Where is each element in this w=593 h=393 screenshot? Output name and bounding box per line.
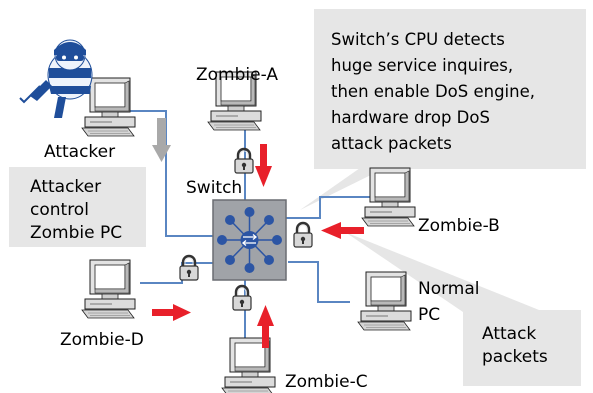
zombie-a-label: Zombie-A — [196, 65, 278, 85]
switch-label: Switch — [186, 178, 242, 198]
attack-arrows — [152, 144, 364, 348]
link-attacker — [125, 110, 214, 237]
switch — [212, 199, 287, 281]
normal-pc-label-line2: PC — [418, 305, 440, 325]
control-callout-line: control — [30, 200, 89, 220]
control-callout-line: Attacker — [30, 177, 101, 197]
link-zombie-d — [140, 262, 214, 284]
zombie-b-pc-icon — [361, 167, 416, 227]
attack-arrow-zombie-a-icon — [255, 144, 272, 187]
attacker-label: Attacker — [44, 142, 115, 162]
burglar-icon — [19, 39, 93, 118]
cpu-callout-text: Switch’s CPU detects huge service inquir… — [331, 30, 540, 153]
control-callout-line: Zombie PC — [30, 223, 122, 243]
attack-packets-callout-text: Attack packets — [482, 324, 548, 367]
normal-pc-icon — [357, 271, 412, 331]
cpu-callout-line: then enable DoS engine, — [331, 82, 535, 101]
attack-arrow-zombie-b-icon — [321, 222, 364, 239]
zombie-d-label: Zombie-D — [60, 330, 144, 350]
link-zombie-b — [286, 196, 370, 219]
lock-zombie-c-icon — [231, 284, 253, 312]
control-callout: Attacker control Zombie PC — [9, 167, 146, 247]
cpu-callout-line: huge service inquires, — [331, 56, 513, 75]
control-callout-text: Attacker control Zombie PC — [30, 177, 122, 243]
switch-label-clip: Switch — [186, 178, 242, 198]
cpu-callout-line: Switch’s CPU detects — [331, 30, 505, 49]
control-arrow-icon — [152, 118, 171, 162]
cpu-callout-line: attack packets — [331, 134, 452, 153]
zombie-c-label: Zombie-C — [285, 372, 368, 392]
attack-packets-callout-line: Attack — [482, 324, 536, 344]
attack-arrow-zombie-d-icon — [152, 304, 191, 321]
normal-pc-label-line1: Normal — [418, 279, 480, 299]
attack-arrow-zombie-c-icon — [257, 305, 274, 348]
cpu-callout-line: hardware drop DoS — [331, 108, 490, 127]
lock-zombie-b-icon — [292, 221, 314, 249]
link-normal-pc — [288, 261, 350, 303]
lock-zombie-d-icon — [178, 254, 200, 282]
cpu-callout: Switch’s CPU detects huge service inquir… — [300, 9, 586, 210]
attack-packets-callout: Attack packets — [345, 232, 581, 386]
zombie-d-pc-icon — [81, 259, 136, 319]
zombie-b-label: Zombie-B — [418, 216, 500, 236]
attack-packets-callout-line: packets — [482, 347, 548, 367]
